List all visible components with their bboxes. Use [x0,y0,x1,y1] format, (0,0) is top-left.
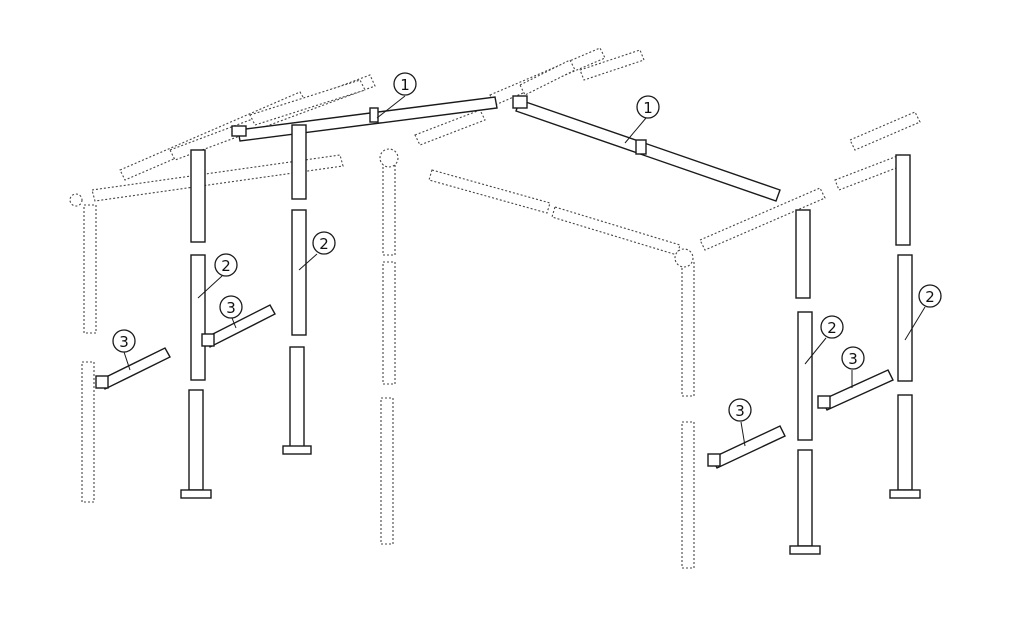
callout-2-right-middle: 2 [820,315,844,339]
callout-1-left-label: 1 [400,76,410,94]
callout-1-right: 1 [636,95,660,119]
post-left-middle-foot [282,445,312,455]
dotted-centre-post-lower [380,397,394,545]
post-right-middle-lower [797,449,813,547]
post-left-middle-lower [289,346,305,448]
post-left-rear-mid [190,254,206,381]
callout-2-left-rear: 2 [214,253,238,277]
dotted-left-front-post-upper [83,204,97,334]
dotted-right-rafter-1 [834,154,905,191]
roof-bar-right-end-fitting [512,95,528,109]
dotted-existing-frame [69,47,921,569]
post-right-rear-lower [897,394,913,491]
callout-2-right-middle-label: 2 [827,319,837,337]
post-right-middle-foot [789,545,821,555]
dotted-centre-rail-1 [428,169,551,214]
dotted-centre-post-mid [382,261,396,385]
callout-1-right-label: 1 [643,99,653,117]
dotted-right-front-post-lower [681,421,695,569]
post-left-middle-upper [291,124,307,200]
dotted-ridge-1 [414,109,486,146]
dotted-right-front-post-upper [681,261,695,397]
brace-left [201,304,276,348]
callout-2-right-rear-label: 2 [925,288,935,306]
brace-far-left-tube [99,347,171,390]
brace-right [817,369,894,411]
post-left-rear-foot [180,489,212,499]
callout-3-right-lower-label: 3 [735,402,745,420]
roof-bar-right-joint [635,139,647,155]
post-right-rear [889,154,921,499]
dotted-front-eave-left [91,154,344,202]
callout-2-right-rear: 2 [918,284,942,308]
callout-2-left-rear-label: 2 [221,257,231,275]
dotted-centre-joint [379,148,399,168]
post-right-rear-upper [895,154,911,246]
leader-lines [123,95,926,447]
brace-right-lower-tube [711,425,786,469]
dotted-ridge-3 [579,49,645,81]
dotted-left-front-post-lower [81,361,95,503]
post-left-rear-upper [190,149,206,243]
post-right-rear-foot [889,489,921,499]
post-right-middle-mid [797,311,813,441]
callout-2-left-middle-label: 2 [319,235,329,253]
callout-3-left-label: 3 [226,299,236,317]
dotted-ridge-4 [519,59,576,96]
dotted-centre-post-upper [382,164,396,256]
callout-3-far-left-label: 3 [119,333,129,351]
callout-1-left: 1 [393,72,417,96]
brace-right-lower-clamp [707,453,721,467]
brace-left-clamp [201,333,215,347]
dotted-corner-joint [69,193,83,207]
dotted-rafter-left-3 [249,79,366,126]
post-left-rear-lower [188,389,204,491]
brace-far-left [95,347,171,390]
post-right-middle [789,209,821,555]
callout-3-right-lower: 3 [728,398,752,422]
dotted-right-front-joint [674,248,694,268]
post-left-rear [180,149,212,499]
dotted-right-rafter-2 [849,111,921,151]
callout-2-left-middle: 2 [312,231,336,255]
callout-3-far-left: 3 [112,329,136,353]
roof-bar-left-joint [369,107,379,123]
brace-right-clamp [817,395,831,409]
brace-right-lower [707,425,786,469]
brace-right-tube [821,369,894,411]
post-left-middle-mid [291,209,307,336]
roof-bar-left-end-fitting [231,125,247,137]
post-left-middle [282,124,312,455]
post-right-rear-mid [897,254,913,382]
brace-far-left-clamp [95,375,109,389]
roof-bar-right [512,95,781,202]
post-right-middle-upper [795,209,811,299]
dotted-right-eave [699,187,826,251]
dotted-centre-rail-2 [551,206,681,256]
callout-3-right: 3 [841,346,865,370]
callout-3-left: 3 [219,295,243,319]
callout-3-right-label: 3 [848,350,858,368]
